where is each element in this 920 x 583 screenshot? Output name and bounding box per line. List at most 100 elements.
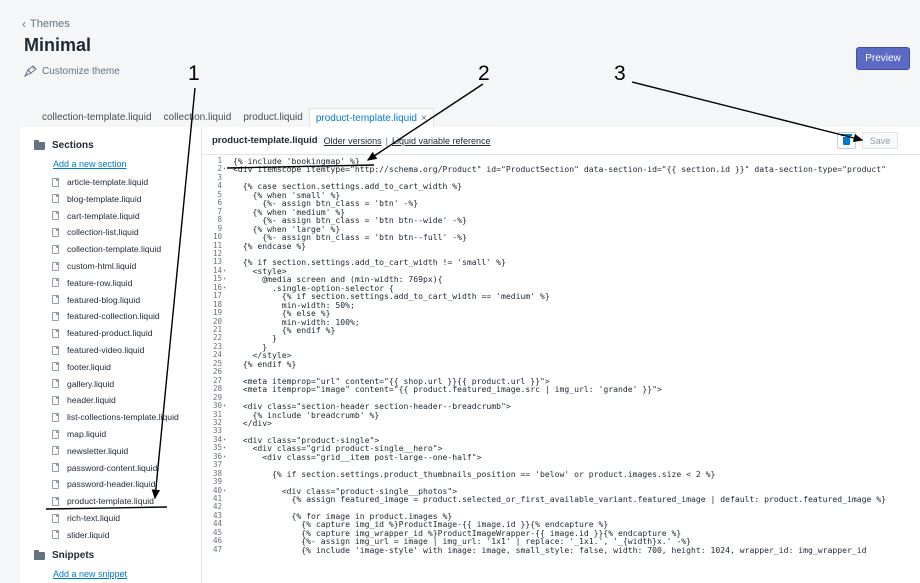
sidebar-file-label: custom-html.liquid — [67, 261, 137, 271]
line-number: 43 — [212, 510, 222, 520]
annotation-number-1: 1 — [188, 62, 200, 85]
sidebar-file-item[interactable]: map.liquid — [52, 426, 106, 442]
sidebar-file-item[interactable]: featured-product.liquid — [52, 325, 153, 341]
line-number: 41 — [212, 494, 222, 503]
sidebar-file-label: password-content.liquid — [67, 462, 158, 473]
sidebar-file-label: rich-text.liquid — [67, 513, 121, 523]
sidebar-file-item[interactable]: list-collections-template.liquid — [52, 409, 179, 425]
sidebar-file-label: footer.liquid — [67, 361, 111, 372]
code-line: {% include 'image-style' with image: ima… — [233, 544, 867, 555]
line-number: 7 — [217, 206, 222, 216]
sidebar-file-item[interactable]: collection-template.liquid — [52, 241, 161, 257]
code-line: {% include 'breadcrumb' %} — [233, 409, 380, 420]
sidebar-file-label: blog-template.liquid — [67, 193, 142, 204]
folder-icon — [34, 549, 45, 560]
line-number: 47 — [212, 544, 222, 554]
fold-toggle-icon[interactable]: ▾ — [223, 276, 227, 283]
sidebar-file-label: product-template.liquid — [67, 496, 154, 507]
line-number: 3 — [217, 172, 222, 182]
code-line: {% if section.settings.add_to_cart_width… — [233, 291, 550, 302]
fold-toggle-icon[interactable]: ▾ — [223, 166, 227, 173]
back-to-themes-link[interactable]: ‹ Themes — [22, 17, 70, 31]
folder-icon — [34, 139, 45, 150]
sidebar-file-label: gallery.liquid — [67, 378, 115, 389]
delete-file-button[interactable] — [837, 132, 856, 149]
line-number: 29 — [212, 392, 222, 402]
sidebar-file-item[interactable]: featured-video.liquid — [52, 342, 144, 358]
fold-toggle-icon[interactable]: ▾ — [223, 445, 227, 452]
tab-collection-template[interactable]: collection-template.liquid — [42, 112, 152, 123]
snippets-heading[interactable]: Snippets — [34, 549, 94, 561]
line-number: 8 — [217, 215, 222, 225]
sidebar-file-item[interactable]: feature-row.liquid — [52, 275, 132, 291]
file-icon — [52, 530, 59, 540]
line-number: 9 — [217, 223, 222, 233]
line-number: 46 — [212, 536, 222, 546]
line-number: 31 — [212, 409, 222, 419]
line-number: 22 — [212, 333, 222, 343]
tab-product[interactable]: product.liquid — [243, 112, 303, 123]
sidebar-file-item[interactable]: cart-template.liquid — [52, 208, 140, 224]
code-line: {% for image in product.images %} — [233, 510, 453, 521]
code-area[interactable]: 1{% include 'bookingmap' %}2▾<div itemsc… — [202, 157, 920, 583]
sidebar-file-item[interactable]: featured-blog.liquid — [52, 292, 140, 308]
sidebar-file-item[interactable]: password-content.liquid — [52, 460, 157, 476]
fold-toggle-icon[interactable]: ▾ — [223, 436, 227, 443]
sidebar-file-item[interactable]: newsletter.liquid — [52, 443, 128, 459]
liquid-reference-link[interactable]: Liquid variable reference — [391, 135, 491, 146]
tab-collection[interactable]: collection.liquid — [163, 112, 232, 123]
line-number: 36 — [212, 451, 222, 461]
customize-label: Customize theme — [42, 65, 120, 77]
preview-button[interactable]: Preview — [856, 47, 910, 70]
older-versions-link[interactable]: Older versions — [323, 135, 382, 146]
sidebar-file-label: collection-template.liquid — [67, 244, 162, 255]
code-line: {%- assign btn_class = 'btn btn--wide' -… — [233, 215, 467, 226]
sections-heading[interactable]: Sections — [34, 139, 94, 151]
customize-theme-link[interactable]: Customize theme — [24, 65, 120, 77]
file-icon — [52, 227, 59, 237]
sidebar-file-label: newsletter.liquid — [67, 445, 129, 456]
line-number: 14 — [212, 265, 222, 275]
sidebar-file-item[interactable]: product-template.liquid — [52, 493, 154, 509]
close-icon[interactable]: × — [421, 113, 427, 124]
sidebar-file-item[interactable]: blog-template.liquid — [52, 191, 142, 207]
file-icon — [52, 446, 59, 456]
line-number: 10 — [212, 232, 222, 242]
page-title: Minimal — [24, 35, 92, 55]
sidebar-file-item[interactable]: custom-html.liquid — [52, 258, 136, 274]
sidebar-file-item[interactable]: featured-collection.liquid — [52, 308, 160, 324]
code-line: min-width: 50%; — [233, 299, 355, 310]
save-button[interactable]: Save — [862, 132, 898, 149]
sidebar-file-item[interactable]: footer.liquid — [52, 359, 111, 375]
sidebar-file-item[interactable]: header.liquid — [52, 392, 116, 408]
sidebar-file-item[interactable]: slider.liquid — [52, 527, 110, 543]
line-number: 12 — [212, 248, 222, 258]
line-number: 38 — [212, 468, 222, 478]
tab-product-template[interactable]: product-template.liquid× — [308, 108, 434, 127]
file-icon — [52, 295, 59, 305]
file-sidebar[interactable]: Sections Add a new section article-templ… — [20, 127, 202, 583]
fold-toggle-icon[interactable]: ▾ — [223, 267, 227, 274]
annotation-number-3: 3 — [614, 62, 626, 85]
code-line: <div class="product-single"> — [233, 434, 380, 445]
line-number: 24 — [212, 350, 222, 360]
add-new-snippet-link[interactable]: Add a new snippet — [53, 569, 128, 579]
line-number: 40 — [212, 485, 222, 495]
add-new-section-link[interactable]: Add a new section — [53, 159, 127, 169]
fold-toggle-icon[interactable]: ▾ — [223, 453, 227, 460]
file-icon — [52, 194, 59, 204]
fold-toggle-icon[interactable]: ▾ — [223, 284, 227, 291]
sidebar-file-item[interactable]: collection-list.liquid — [52, 224, 139, 240]
fold-toggle-icon[interactable]: ▾ — [223, 403, 227, 410]
sidebar-file-label: feature-row.liquid — [67, 277, 133, 288]
sidebar-file-item[interactable]: rich-text.liquid — [52, 510, 120, 526]
fold-toggle-icon[interactable]: ▾ — [223, 487, 227, 494]
line-number: 18 — [212, 299, 222, 309]
file-icon — [52, 496, 59, 506]
code-line: {% case section.settings.add_to_cart_wid… — [233, 181, 463, 192]
sidebar-file-item[interactable]: article-template.liquid — [52, 174, 148, 190]
file-icon — [52, 345, 59, 355]
sidebar-file-label: map.liquid — [67, 429, 107, 439]
sidebar-file-item[interactable]: password-header.liquid — [52, 476, 155, 492]
sidebar-file-item[interactable]: gallery.liquid — [52, 376, 114, 392]
